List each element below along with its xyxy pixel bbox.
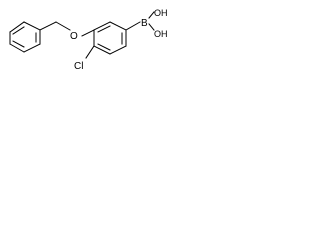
chlorine-atom-label: Cl [74,61,83,72]
double-bond-inner [12,40,25,48]
benzyl-ring [9,21,41,53]
boron-oh-top-bond [148,11,155,19]
bond [23,21,41,31]
hydroxyl-bottom-label: OH [154,29,168,39]
benzyl-ch2-bond [39,21,57,31]
bond [93,45,111,55]
bond [9,43,25,53]
boron-bond [125,21,141,31]
hydroxyl-top-label: OH [154,8,168,18]
boron-atom-label: B [141,18,148,29]
chemical-structure-svg: O Cl B OH OH [9,8,168,72]
bond [9,21,25,33]
bond [109,21,127,31]
oxygen-atom-label: O [70,31,78,42]
bond [93,21,111,31]
bond [109,45,127,55]
double-bond-inner [97,25,111,33]
double-bond-inner [97,43,111,51]
bond [23,43,41,53]
chlorine-bond [85,45,95,59]
ch2-oxygen-bond [55,21,71,31]
structure-diagram: O Cl B OH OH [0,0,174,78]
oxygen-ring-bond [81,29,95,37]
double-bond-inner [12,26,25,35]
boron-oh-bottom-bond [148,23,155,31]
aryl-ring [93,21,127,55]
